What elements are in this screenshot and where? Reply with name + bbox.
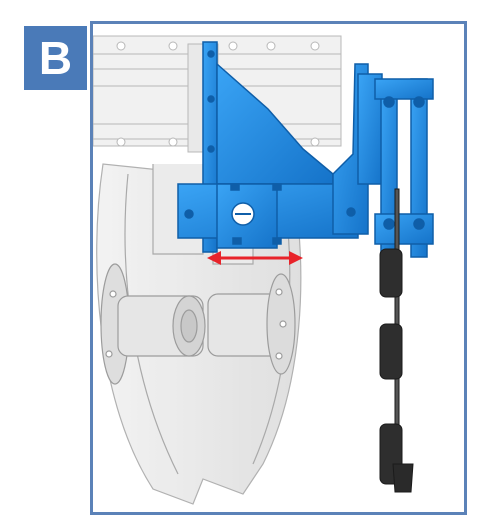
- gauge-wheel-icon: [100, 263, 296, 385]
- closing-wheels: [379, 188, 414, 493]
- figure-frame: [90, 21, 467, 515]
- adjustment-arrow-icon: [207, 251, 303, 265]
- row-unit-illustration: [93, 35, 434, 505]
- mounting-bracket-icon: [177, 41, 434, 258]
- panel-label: B: [24, 26, 87, 90]
